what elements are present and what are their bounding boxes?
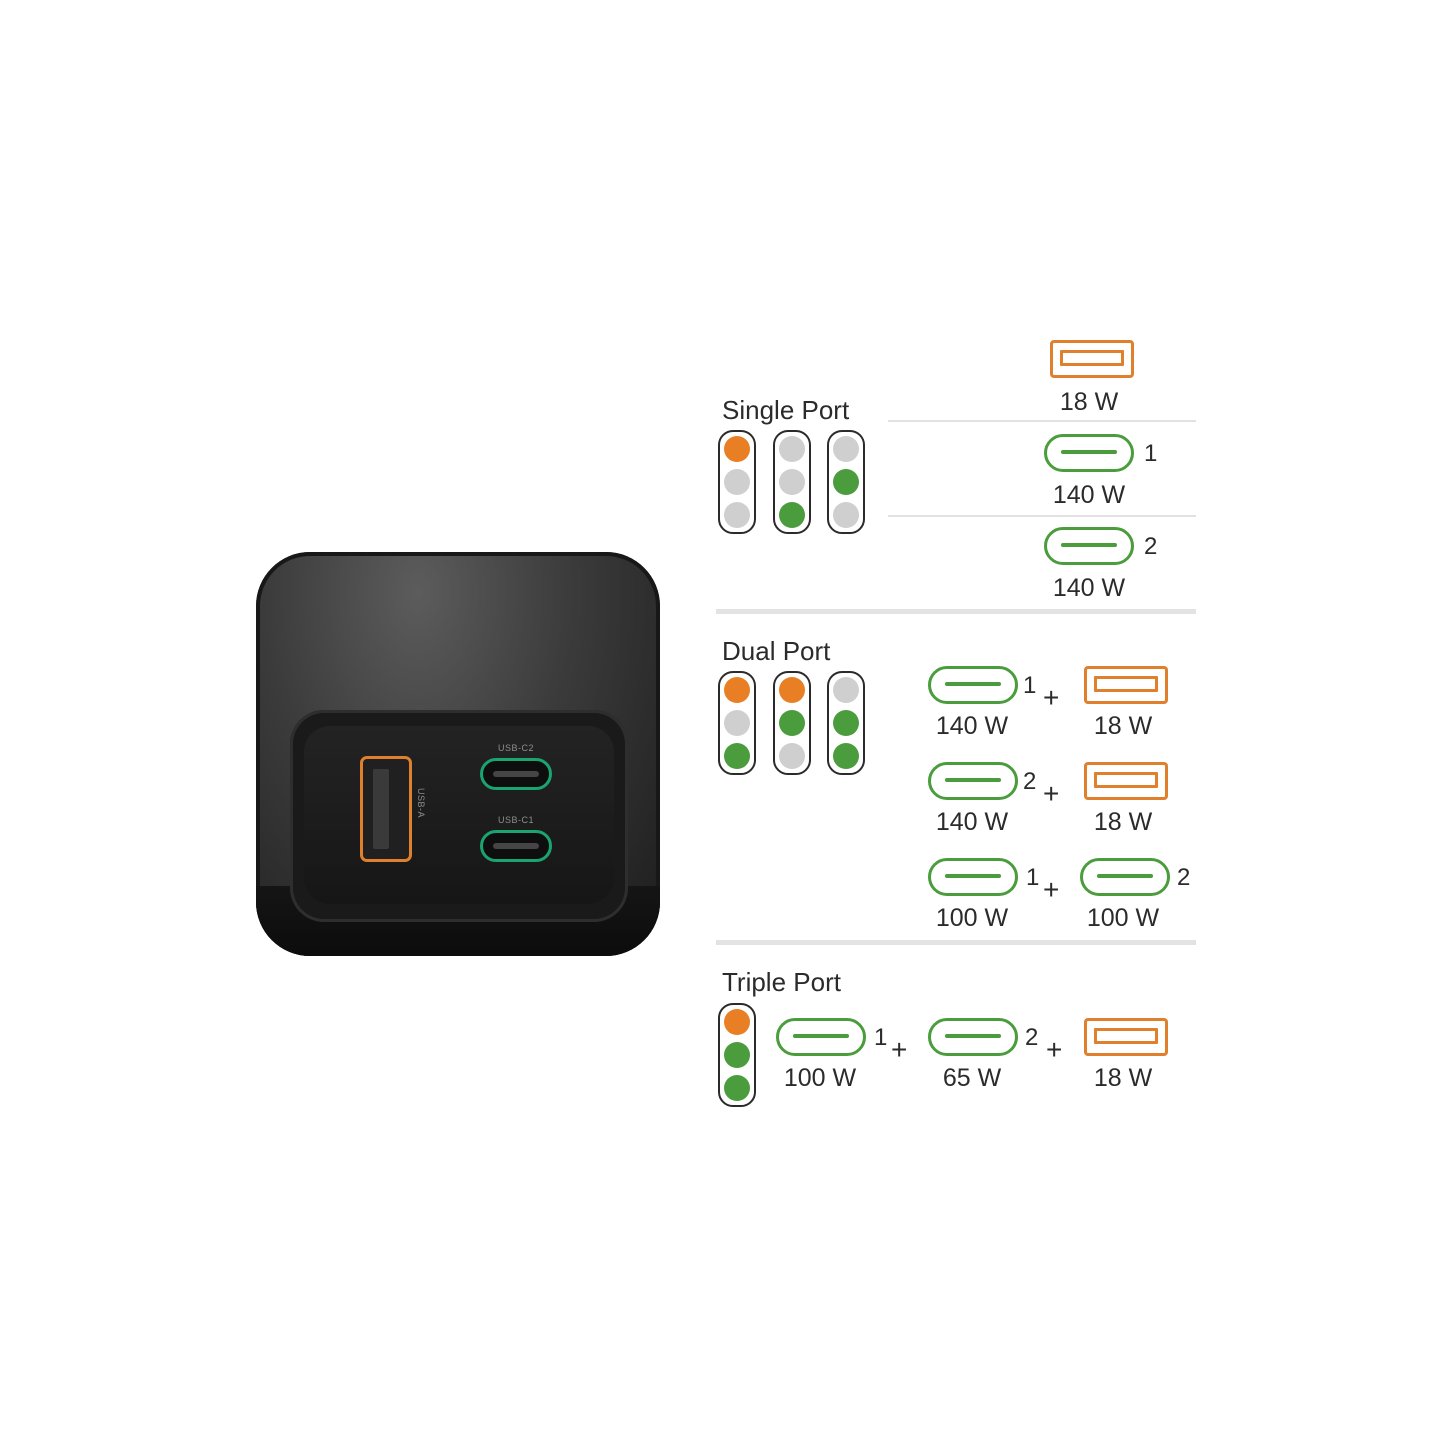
triple-item-2-watt: 65 W	[942, 1064, 1002, 1092]
usb-c-icon	[928, 762, 1018, 800]
led-light	[724, 743, 750, 769]
charger-usb-c2-port	[480, 758, 552, 790]
single-row-1-watt: 18 W	[1059, 388, 1119, 416]
dual-row-3-left-number: 1	[1026, 864, 1040, 891]
charger-usb-c2-label: USB-C2	[498, 743, 535, 753]
usb-c-icon	[1044, 527, 1134, 565]
led-light	[724, 677, 750, 703]
section-divider	[716, 940, 1196, 945]
usb-a-icon	[1084, 666, 1168, 704]
dual-row-1-left-watt: 140 W	[935, 712, 1009, 740]
triple-port-title: Triple Port	[722, 967, 841, 997]
single-row-2-port-number: 1	[1144, 440, 1158, 467]
single-indicator-1	[718, 430, 756, 534]
dual-row-2-left-number: 2	[1023, 768, 1037, 795]
single-port-title: Single Port	[722, 395, 850, 425]
divider	[888, 420, 1196, 422]
single-row-3-watt: 140 W	[1052, 574, 1126, 602]
led-light	[779, 677, 805, 703]
led-light	[724, 436, 750, 462]
led-light	[833, 469, 859, 495]
usb-a-icon	[1050, 340, 1134, 378]
divider	[888, 515, 1196, 517]
led-light	[779, 469, 805, 495]
plus-sign: +	[891, 1034, 908, 1065]
triple-item-1-watt: 100 W	[783, 1064, 857, 1092]
led-light	[779, 743, 805, 769]
led-light	[779, 436, 805, 462]
single-row-3-port-number: 2	[1144, 533, 1158, 560]
triple-item-3-watt: 18 W	[1093, 1064, 1153, 1092]
dual-row-3-right-watt: 100 W	[1086, 904, 1160, 932]
dual-indicator-1	[718, 671, 756, 775]
plus-sign: +	[1043, 682, 1060, 713]
dual-indicator-3	[827, 671, 865, 775]
charger-usb-a-label: USB-A	[416, 788, 426, 819]
usb-c-icon	[928, 858, 1018, 896]
led-light	[833, 743, 859, 769]
usb-c-icon	[928, 666, 1018, 704]
single-indicator-3	[827, 430, 865, 534]
led-light	[724, 1075, 750, 1101]
dual-indicator-2	[773, 671, 811, 775]
led-light	[833, 677, 859, 703]
charger-usb-c1-port	[480, 830, 552, 862]
triple-item-1-number: 1	[874, 1024, 888, 1051]
led-light	[833, 710, 859, 736]
charger-usb-a-port	[360, 756, 412, 862]
usb-a-icon	[1084, 1018, 1168, 1056]
single-row-2-watt: 140 W	[1052, 481, 1126, 509]
usb-c-icon	[1080, 858, 1170, 896]
led-light	[779, 502, 805, 528]
plus-sign: +	[1046, 1034, 1063, 1065]
dual-row-1-right-watt: 18 W	[1093, 712, 1153, 740]
charger-port-panel	[290, 710, 628, 922]
led-light	[724, 1042, 750, 1068]
led-light	[833, 436, 859, 462]
section-divider	[716, 609, 1196, 614]
led-light	[833, 502, 859, 528]
dual-row-1-left-number: 1	[1023, 672, 1037, 699]
led-light	[724, 1009, 750, 1035]
usb-c-icon	[776, 1018, 866, 1056]
usb-c-icon	[1044, 434, 1134, 472]
dual-row-2-left-watt: 140 W	[935, 808, 1009, 836]
charger-usb-c1-label: USB-C1	[498, 815, 535, 825]
led-light	[724, 469, 750, 495]
dual-port-title: Dual Port	[722, 636, 831, 666]
usb-a-icon	[1084, 762, 1168, 800]
dual-row-3-right-number: 2	[1177, 864, 1191, 891]
usb-c-icon	[928, 1018, 1018, 1056]
plus-sign: +	[1043, 778, 1060, 809]
single-indicator-2	[773, 430, 811, 534]
led-light	[724, 502, 750, 528]
charger-image: USB-A USB-C2 USB-C1	[256, 552, 660, 956]
triple-indicator	[718, 1003, 756, 1107]
led-light	[779, 710, 805, 736]
dual-row-2-right-watt: 18 W	[1093, 808, 1153, 836]
plus-sign: +	[1043, 874, 1060, 905]
led-light	[724, 710, 750, 736]
dual-row-3-left-watt: 100 W	[935, 904, 1009, 932]
triple-item-2-number: 2	[1025, 1024, 1039, 1051]
